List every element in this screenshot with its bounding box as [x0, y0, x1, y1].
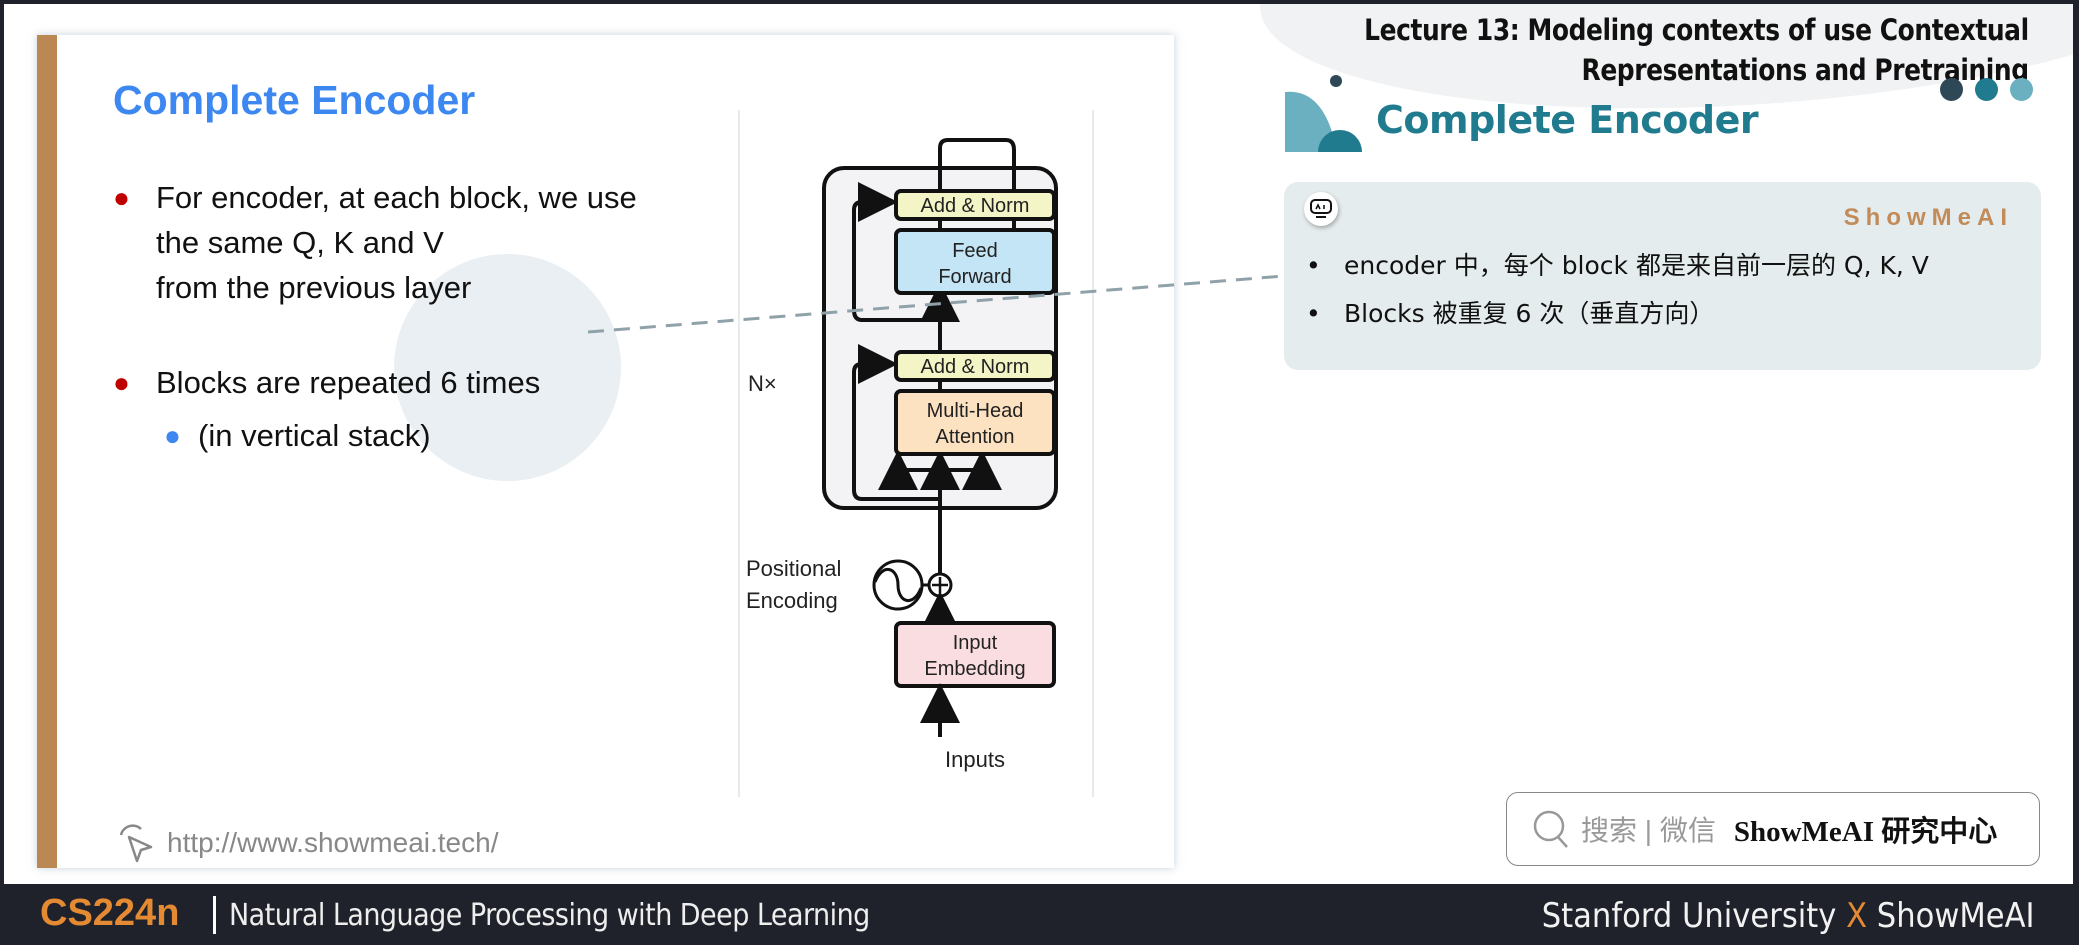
mha-label-2: Attention — [936, 426, 1015, 448]
search-icon — [1533, 810, 1568, 848]
input-emb-label-2: Embedding — [924, 658, 1025, 680]
input-emb-label-1: Input — [953, 632, 998, 654]
bullet-text: from the previous layer — [156, 270, 472, 305]
decorative-circle — [394, 254, 621, 481]
footer-url[interactable]: http://www.showmeai.tech/ — [113, 821, 498, 865]
sine-wave-curve — [873, 568, 923, 602]
add-norm-top-label: Add & Norm — [921, 195, 1030, 217]
bottom-bar: CS224n Natural Language Processing with … — [0, 886, 2079, 945]
ai-robot-icon — [1304, 192, 1338, 226]
slide-stage: Lecture 13: Modeling contexts of use Con… — [4, 4, 2073, 884]
inputs-label: Inputs — [945, 747, 1005, 772]
credit-stanford: Stanford University — [1542, 896, 1837, 936]
bullet-dot-icon: ● — [113, 367, 130, 398]
sub-bullet-text: (in vertical stack) — [198, 418, 431, 453]
bullet-item: ● Blocks are repeated 6 times — [113, 360, 637, 405]
search-box[interactable]: 搜索 | 微信 ShowMeAI 研究中心 — [1506, 792, 2040, 866]
note-box: ShowMeAI encoder 中，每个 block 都是来自前一层的 Q, … — [1284, 182, 2041, 370]
bullet-text: For encoder, at each block, we use — [156, 180, 637, 215]
cursor-click-icon — [119, 824, 153, 863]
bullet-item: ● For encoder, at each block, we use the… — [113, 175, 637, 310]
pos-enc-label-2: Encoding — [746, 588, 838, 613]
feed-forward-label-1: Feed — [952, 240, 998, 262]
nx-label: N× — [748, 371, 777, 396]
bullet-list: ● For encoder, at each block, we use the… — [113, 175, 637, 458]
diagram-frame — [738, 110, 1094, 797]
credit: Stanford University X ShowMeAI — [1542, 896, 2035, 936]
search-placeholder: 搜索 | 微信 — [1581, 815, 1716, 846]
sub-bullet-dot-icon: ● — [164, 420, 181, 451]
feed-forward-label-2: Forward — [938, 266, 1011, 288]
card-accent-bar — [37, 35, 57, 868]
slide-card: Complete Encoder ● For encoder, at each … — [37, 35, 1174, 868]
bullet-text: the same Q, K and V — [156, 225, 444, 260]
dot-teal — [1975, 78, 1998, 101]
add-norm-bottom-label: Add & Norm — [921, 356, 1030, 378]
note-brand: ShowMeAI — [1843, 204, 2013, 231]
add-norm-top-box — [894, 189, 1056, 221]
dot-light — [2010, 78, 2033, 101]
slide-title: Complete Encoder — [113, 77, 476, 123]
input-embedding-box — [894, 621, 1056, 688]
bullet-text: Blocks are repeated 6 times — [156, 365, 541, 400]
course-code: CS224n — [40, 892, 180, 934]
dot-dark — [1940, 78, 1963, 101]
section-logo-icon — [1285, 75, 1362, 152]
search-brand: ShowMeAI 研究中心 — [1733, 816, 1998, 848]
sub-bullet-item: ● (in vertical stack) — [113, 413, 637, 458]
note-list: encoder 中，每个 block 都是来自前一层的 Q, K, V Bloc… — [1306, 242, 1929, 338]
credit-x: X — [1846, 896, 1868, 936]
residual-bottom — [852, 344, 940, 501]
lecture-title-line1: Lecture 13: Modeling contexts of use Con… — [1364, 13, 2029, 47]
multi-head-attention-box — [894, 389, 1056, 456]
lecture-title-line2: Representations and Pretraining — [1581, 53, 2030, 87]
course-name: Natural Language Processing with Deep Le… — [229, 898, 870, 933]
encoder-diagram: Add & Norm Feed Forward Add & Norm Multi… — [746, 138, 1058, 772]
pos-enc-label-1: Positional — [746, 556, 841, 581]
bullet-dot-icon: ● — [113, 182, 130, 213]
url-text[interactable]: http://www.showmeai.tech/ — [167, 827, 499, 858]
add-norm-bottom-box — [894, 350, 1056, 382]
course-separator — [213, 896, 216, 934]
lecture-title: Lecture 13: Modeling contexts of use Con… — [1364, 10, 2029, 90]
credit-showmeai: ShowMeAI — [1877, 896, 2035, 936]
note-item: encoder 中，每个 block 都是来自前一层的 Q, K, V — [1306, 242, 1929, 290]
note-item: Blocks 被重复 6 次（垂直方向） — [1306, 290, 1929, 338]
mha-label-1: Multi-Head — [927, 400, 1024, 422]
line-mask — [934, 737, 946, 767]
section-title: Complete Encoder — [1376, 98, 1759, 142]
header-dots — [1940, 78, 2033, 101]
